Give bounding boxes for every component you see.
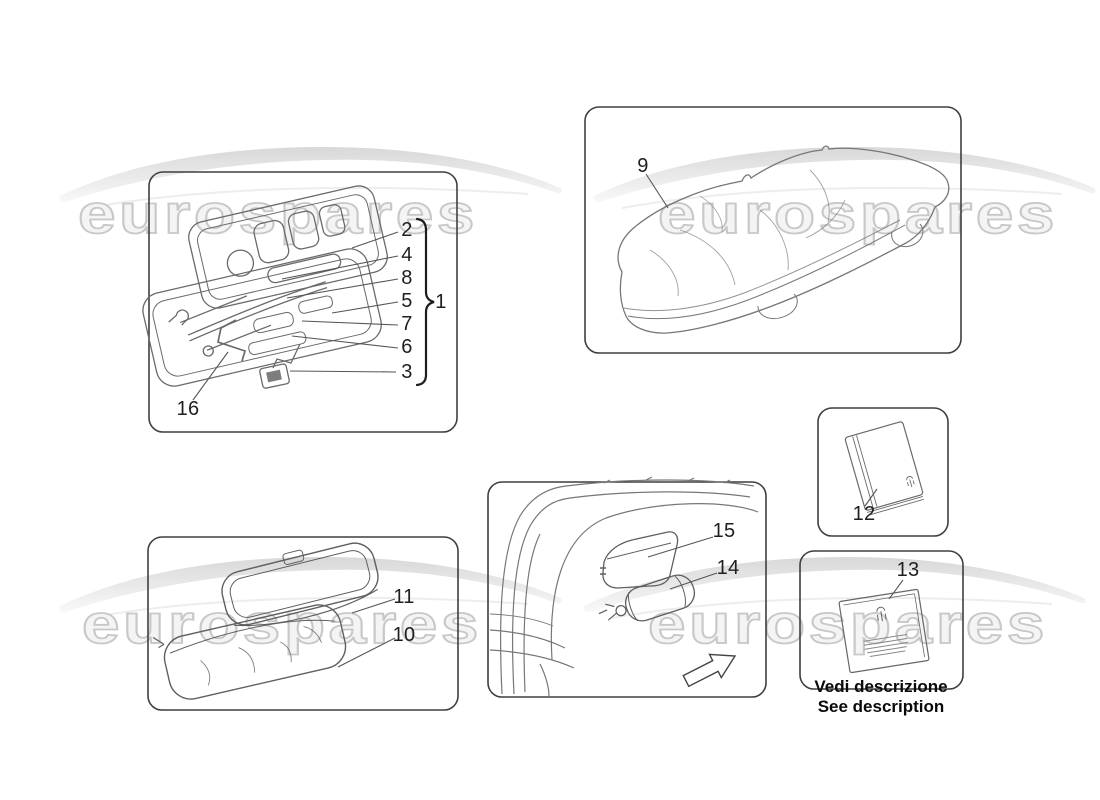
car-cover-drawing bbox=[617, 145, 950, 334]
callout-2[interactable]: 2 bbox=[401, 219, 413, 241]
cd-manual-drawing bbox=[838, 588, 930, 674]
callout-13[interactable]: 13 bbox=[896, 559, 920, 581]
watermark-text: eurospares bbox=[648, 592, 1048, 655]
watermark-swoosh bbox=[583, 557, 1086, 619]
callout-11[interactable]: 11 bbox=[393, 586, 415, 608]
watermark-swoosh bbox=[59, 147, 562, 209]
panel-tool-kit-frame bbox=[148, 171, 458, 433]
callout-5[interactable]: 5 bbox=[401, 290, 413, 312]
fire-extinguisher-drawing bbox=[598, 574, 696, 622]
callout-12[interactable]: 12 bbox=[852, 503, 876, 525]
cases-drawing bbox=[152, 542, 379, 700]
callout-3[interactable]: 3 bbox=[401, 361, 413, 383]
callout-14[interactable]: 14 bbox=[716, 557, 740, 579]
note-italian: Vedi descrizione bbox=[814, 677, 948, 696]
panel-cd-manual-frame bbox=[799, 550, 964, 690]
callout-9[interactable]: 9 bbox=[637, 155, 649, 177]
leader-lines bbox=[192, 173, 904, 668]
watermark-layer: eurospares eurospares eurospares eurospa… bbox=[59, 147, 1096, 656]
direction-arrow bbox=[682, 653, 737, 688]
tool-pouch-drawing bbox=[600, 531, 679, 589]
callout-15[interactable]: 15 bbox=[712, 520, 736, 542]
callout-16[interactable]: 16 bbox=[176, 398, 200, 420]
group-bracket bbox=[415, 217, 435, 387]
callout-1[interactable]: 1 bbox=[435, 291, 447, 313]
callout-8[interactable]: 8 bbox=[401, 267, 413, 289]
note-english: See description bbox=[817, 697, 945, 716]
watermark-text: eurospares bbox=[78, 182, 478, 245]
panel-car-cover-frame bbox=[584, 106, 962, 354]
panel-trunk-frame bbox=[487, 481, 767, 698]
watermark-swoosh bbox=[59, 557, 562, 619]
owners-booklet-drawing bbox=[844, 421, 924, 516]
panel-cases-frame bbox=[147, 536, 459, 711]
callout-4[interactable]: 4 bbox=[401, 244, 413, 266]
tool-kit-drawing bbox=[142, 185, 388, 389]
watermark-text: eurospares bbox=[82, 592, 482, 655]
trunk-drawing bbox=[489, 476, 759, 697]
callout-6[interactable]: 6 bbox=[401, 336, 413, 358]
watermark-text: eurospares bbox=[658, 182, 1058, 245]
watermark-swoosh bbox=[593, 147, 1096, 209]
callout-7[interactable]: 7 bbox=[401, 313, 413, 335]
panel-booklet-frame bbox=[817, 407, 949, 537]
callout-10[interactable]: 10 bbox=[392, 624, 416, 646]
